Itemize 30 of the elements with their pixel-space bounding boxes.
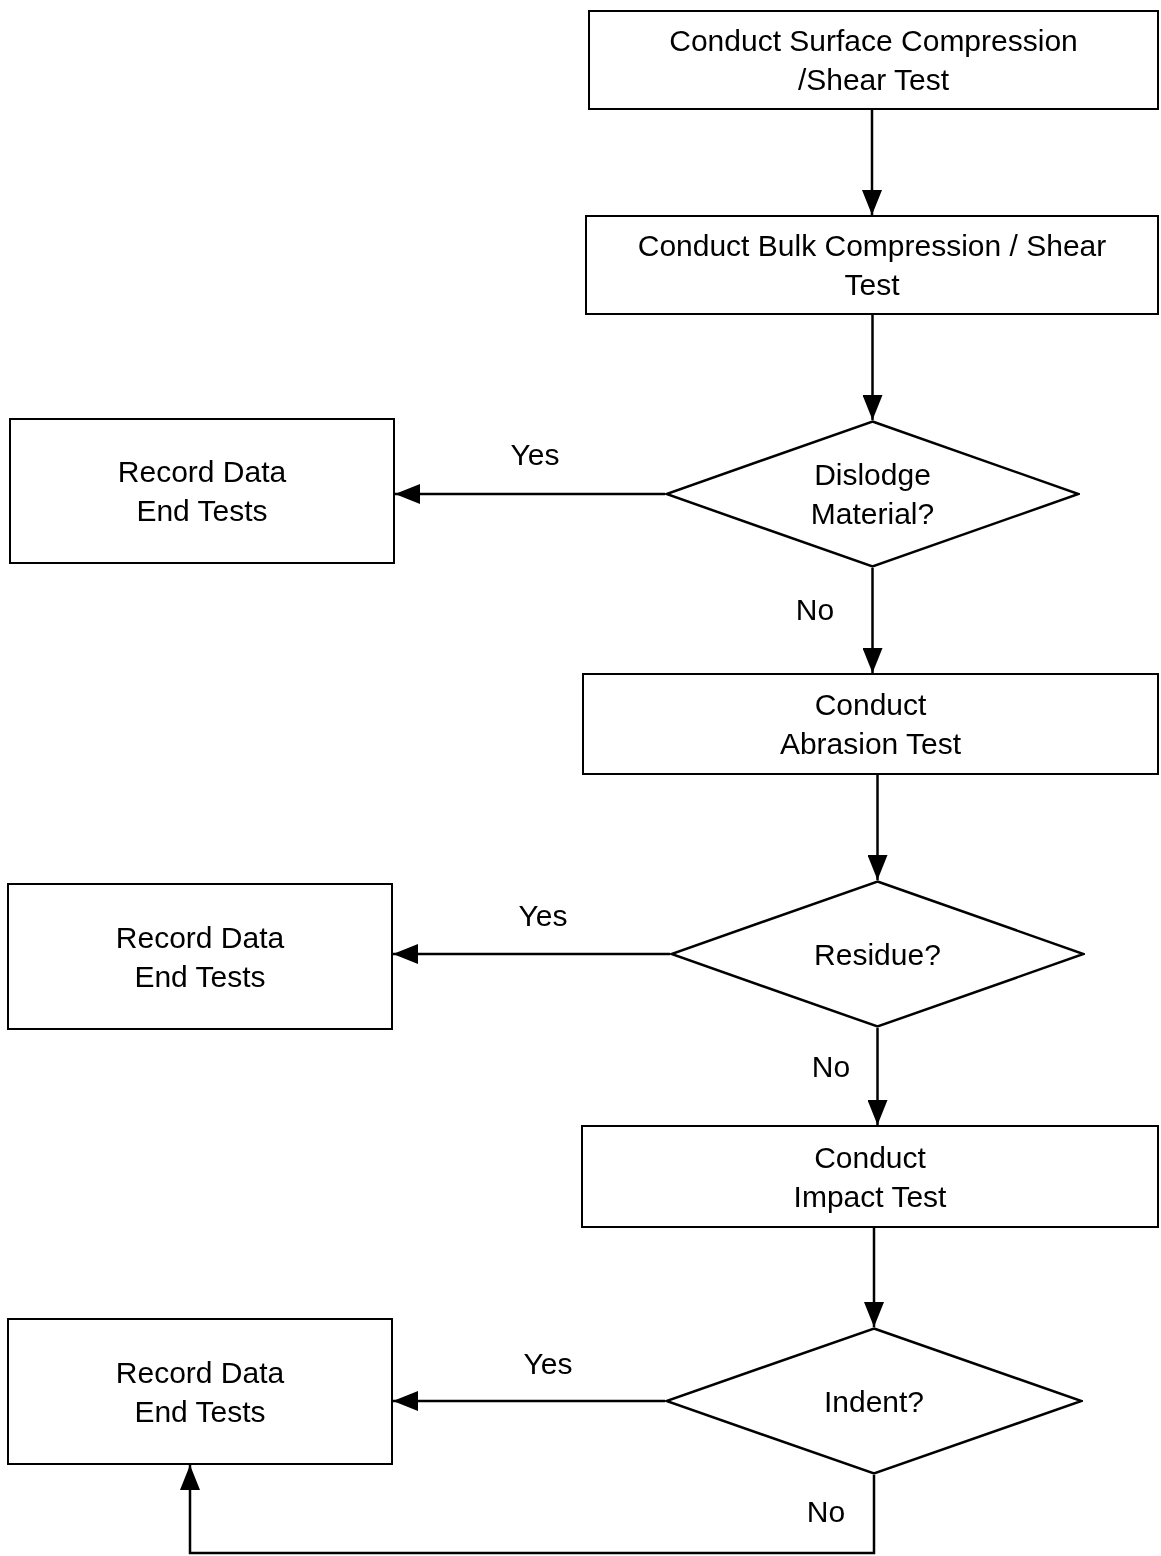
node-text: Conduct Surface Compression /Shear Test xyxy=(668,23,1079,98)
process-box xyxy=(581,1125,1159,1228)
arrow xyxy=(867,775,888,880)
arrow xyxy=(862,568,883,673)
arrow xyxy=(862,110,882,215)
arrow xyxy=(393,1391,665,1411)
arrow xyxy=(180,1465,876,1555)
arrow xyxy=(862,315,883,420)
node-text: Record Data End Tests xyxy=(114,1354,286,1430)
arrow xyxy=(395,484,665,504)
arrow xyxy=(867,1028,888,1125)
arrow xyxy=(393,944,670,964)
node-text: Conduct Abrasion Test xyxy=(778,687,963,762)
node-text: Record Data End Tests xyxy=(116,454,288,529)
node-text: Record Data End Tests xyxy=(114,919,286,995)
process-box xyxy=(7,883,393,1030)
node-text: Residue? xyxy=(814,936,941,973)
decision-diamond xyxy=(670,880,1085,1028)
process-box xyxy=(9,418,395,564)
process-box xyxy=(585,215,1159,315)
arrow xyxy=(864,1228,884,1327)
process-box xyxy=(7,1318,393,1465)
decision-diamond xyxy=(665,420,1080,568)
process-box xyxy=(588,10,1159,110)
node-text: Dislodge Material? xyxy=(809,457,936,532)
decision-diamond xyxy=(665,1327,1083,1475)
node-text: Conduct Bulk Compression / Shear Test xyxy=(637,228,1107,303)
process-box xyxy=(582,673,1159,775)
node-text: Conduct Impact Test xyxy=(792,1139,948,1215)
node-text: Indent? xyxy=(823,1383,925,1420)
